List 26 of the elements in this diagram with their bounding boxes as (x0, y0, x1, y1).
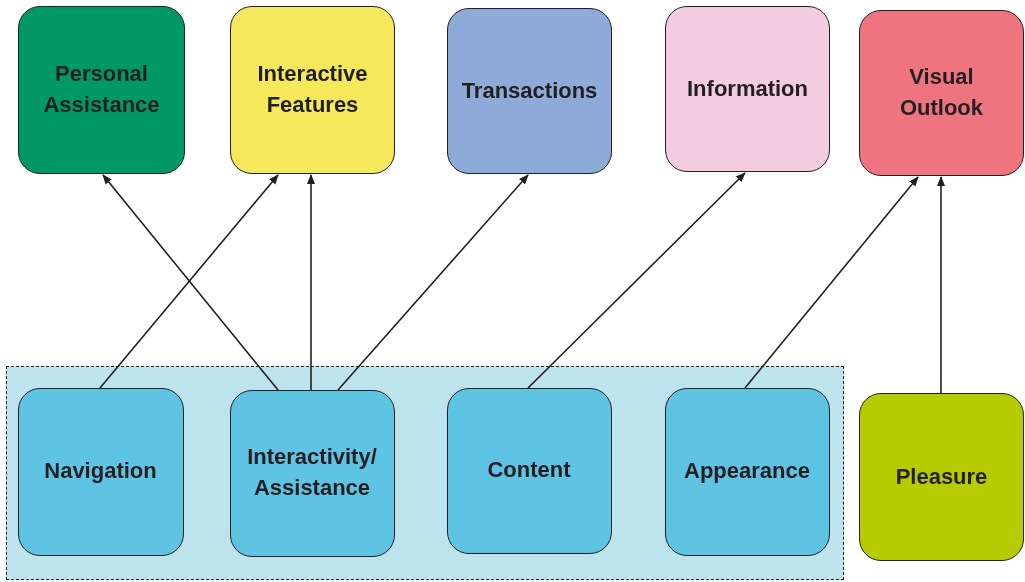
box-label: Navigation (43, 457, 158, 486)
rounded-box (859, 393, 1024, 561)
rounded-box (447, 8, 612, 174)
arrow (527, 172, 746, 389)
rounded-box (446, 387, 612, 554)
rounded-box (859, 10, 1024, 176)
rounded-box (17, 387, 184, 556)
box-label: Personal Assistance (42, 60, 161, 119)
box-label: Interactive Features (256, 60, 369, 119)
box-label: Pleasure (894, 462, 989, 491)
arrow (744, 176, 919, 389)
box-label: Content (486, 456, 572, 485)
rounded-box (230, 6, 395, 174)
box-label: Interactivity/ Assistance (246, 443, 378, 502)
arrow (307, 174, 315, 391)
rounded-box (18, 6, 185, 174)
box-label: Transactions (460, 76, 599, 105)
rounded-box (665, 6, 830, 172)
arrow (337, 174, 529, 391)
rounded-box (664, 387, 830, 556)
arrow (937, 176, 945, 394)
box-label: Visual Outlook (898, 63, 985, 122)
box-label: Appearance (683, 457, 811, 486)
rounded-box (229, 389, 395, 557)
dashed-group-panel (6, 366, 844, 580)
box-label: Information (686, 74, 809, 103)
